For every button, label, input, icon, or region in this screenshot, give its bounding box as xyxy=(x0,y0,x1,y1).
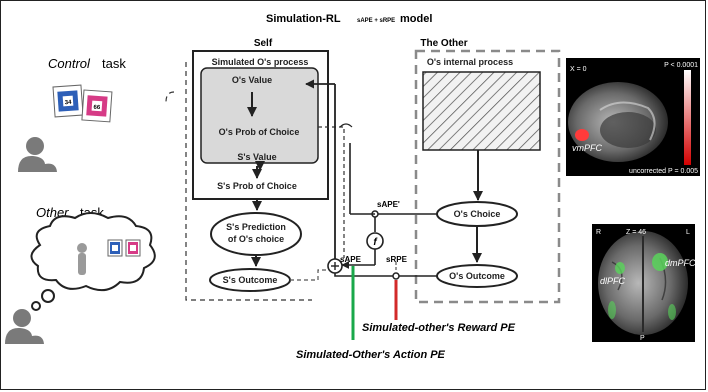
title-suffix: model xyxy=(400,13,432,25)
dmpfc-label: dmPFC xyxy=(665,258,696,268)
person-silhouette-icon xyxy=(18,137,57,172)
s-value-display: S's Value xyxy=(237,152,276,162)
dlpfc-label: dlPFC xyxy=(600,276,626,286)
self-label: Self xyxy=(254,38,273,49)
o-outcome-label: O's Outcome xyxy=(449,271,505,281)
s-outcome-label: S's Outcome xyxy=(223,275,278,285)
s-prediction-line2: of O's choice xyxy=(228,234,284,244)
control-task-label-prefix: Control xyxy=(48,56,91,71)
s-prediction-line1: S's Prediction xyxy=(226,222,286,232)
card-a-number: 34 xyxy=(65,100,73,106)
p-value-colorbar xyxy=(684,70,691,165)
action-pe-label: Simulated-Other's Action PE xyxy=(296,349,446,361)
card-b-number: 66 xyxy=(93,105,101,111)
diagram-title: Simulation-RL xyxy=(266,13,341,25)
brain-bottom-coord: Z = 46 xyxy=(626,229,646,236)
sape-label: sAPE xyxy=(340,255,362,264)
brain-top-p-bottom: uncorrected P = 0.005 xyxy=(629,168,698,175)
control-task-label-suffix: task xyxy=(102,56,126,71)
sape-prime-label: sAPE' xyxy=(377,200,400,209)
other-label: The Other xyxy=(420,38,467,49)
brain-bottom-left-marker: R xyxy=(596,229,601,236)
s-prob-node: S's Prob of Choice xyxy=(217,181,297,191)
vmpfc-label: vmPFC xyxy=(572,143,602,153)
reward-pe-label: Simulated-other's Reward PE xyxy=(362,322,516,334)
o-value-node: O's Value xyxy=(232,75,272,85)
brain-sagittal-panel: X = 0 P < 0.0001 uncorrected P = 0.005 v… xyxy=(566,58,700,176)
o-choice-label: O's Choice xyxy=(454,209,501,219)
title-subscript: sAPE + sRPE xyxy=(357,18,395,24)
brain-axial-panel: R L Z = 46 P dmPFC dlPFC xyxy=(592,224,696,342)
control-task-cards: 34 66 xyxy=(53,85,112,122)
person-silhouette-icon xyxy=(5,309,44,344)
brain-bottom-marker: P xyxy=(640,335,645,342)
o-prob-node: O's Prob of Choice xyxy=(219,127,300,137)
simulated-process-label: Simulated O's process xyxy=(212,57,309,67)
brain-bottom-right-marker: L xyxy=(686,229,690,236)
srpe-label: sRPE xyxy=(386,255,408,264)
dlpfc-activation xyxy=(615,262,625,274)
vmpfc-activation xyxy=(575,129,589,141)
other-internal-process-box xyxy=(423,72,540,150)
other-process-label: O's internal process xyxy=(427,57,513,67)
thought-cloud xyxy=(31,213,154,310)
brain-top-p-top: P < 0.0001 xyxy=(664,62,698,69)
brain-top-coord: X = 0 xyxy=(570,66,587,73)
